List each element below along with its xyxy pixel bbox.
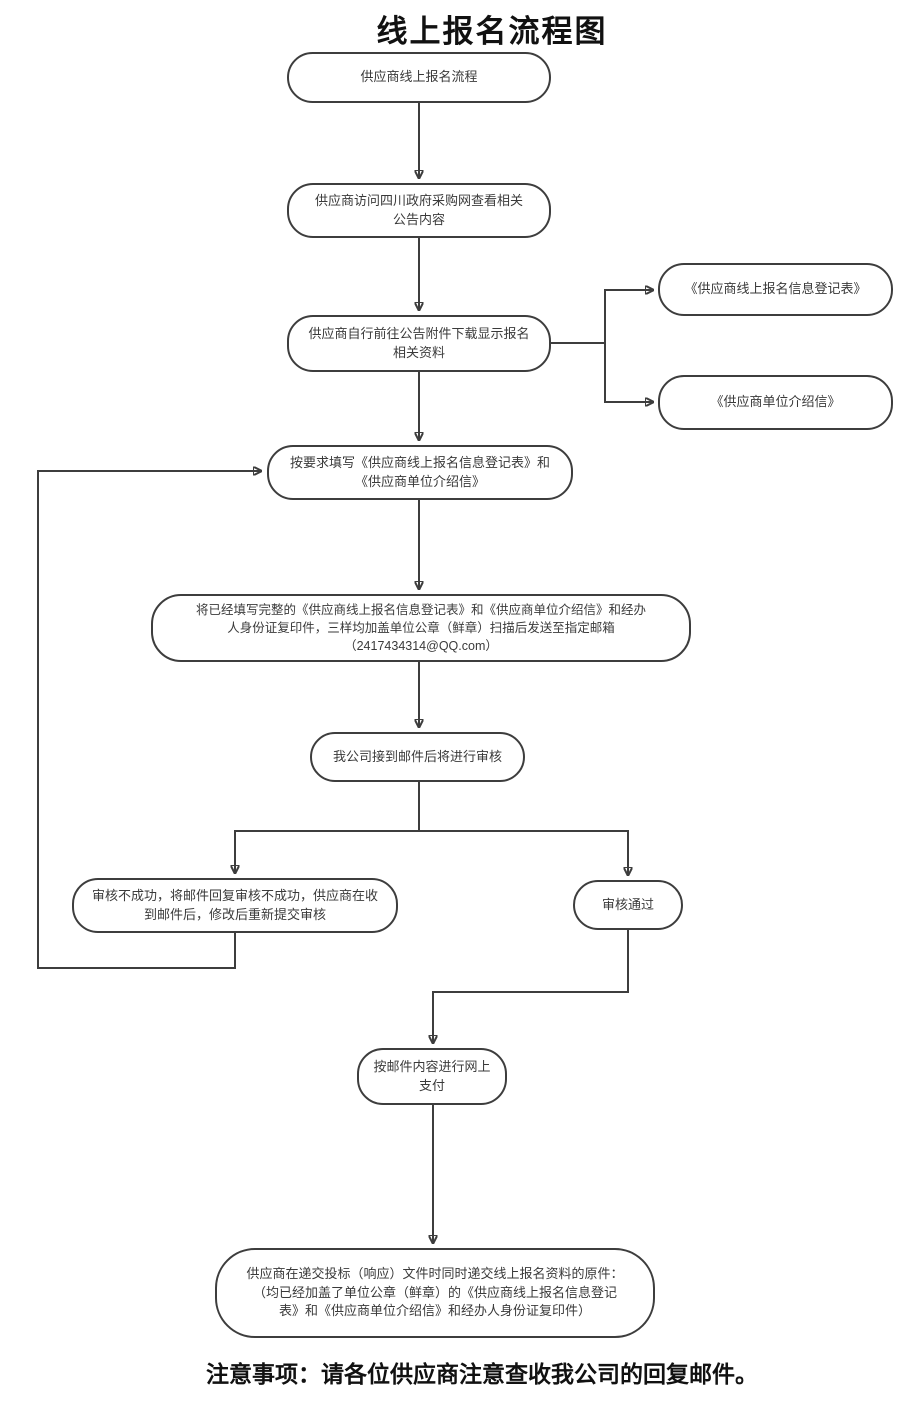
connector-review-pass bbox=[419, 830, 628, 875]
node-start: 供应商线上报名流程 bbox=[287, 52, 551, 103]
connector-review-fail bbox=[235, 830, 419, 873]
node-download-files: 供应商自行前往公告附件下载显示报名 相关资料 bbox=[287, 315, 551, 372]
node-review-failed: 审核不成功，将邮件回复审核不成功，供应商在收 到邮件后，修改后重新提交审核 bbox=[72, 878, 398, 933]
node-fill-forms: 按要求填写《供应商线上报名信息登记表》和 《供应商单位介绍信》 bbox=[267, 445, 573, 500]
node-online-payment: 按邮件内容进行网上 支付 bbox=[357, 1048, 507, 1105]
node-send-email: 将已经填写完整的《供应商线上报名信息登记表》和《供应商单位介绍信》和经办 人身份… bbox=[151, 594, 691, 662]
page-title: 线上报名流程图 bbox=[376, 14, 608, 49]
connector-download-introdoc bbox=[604, 343, 653, 402]
connector-pass-pay bbox=[433, 930, 629, 1043]
node-introduction-letter-doc: 《供应商单位介绍信》 bbox=[658, 375, 893, 430]
node-registration-form-doc: 《供应商线上报名信息登记表》 bbox=[658, 263, 893, 316]
node-visit-website: 供应商访问四川政府采购网查看相关 公告内容 bbox=[287, 183, 551, 238]
node-submit-originals: 供应商在递交投标（响应）文件时同时递交线上报名资料的原件： （均已经加盖了单位公… bbox=[215, 1248, 655, 1338]
connector-download-formdoc bbox=[604, 290, 653, 343]
node-review-passed: 审核通过 bbox=[573, 880, 683, 930]
node-company-review: 我公司接到邮件后将进行审核 bbox=[310, 732, 525, 782]
notice-text: 注意事项：请各位供应商注意查收我公司的回复邮件。 bbox=[206, 1362, 758, 1387]
connector-fail-fill-loop bbox=[37, 471, 261, 969]
